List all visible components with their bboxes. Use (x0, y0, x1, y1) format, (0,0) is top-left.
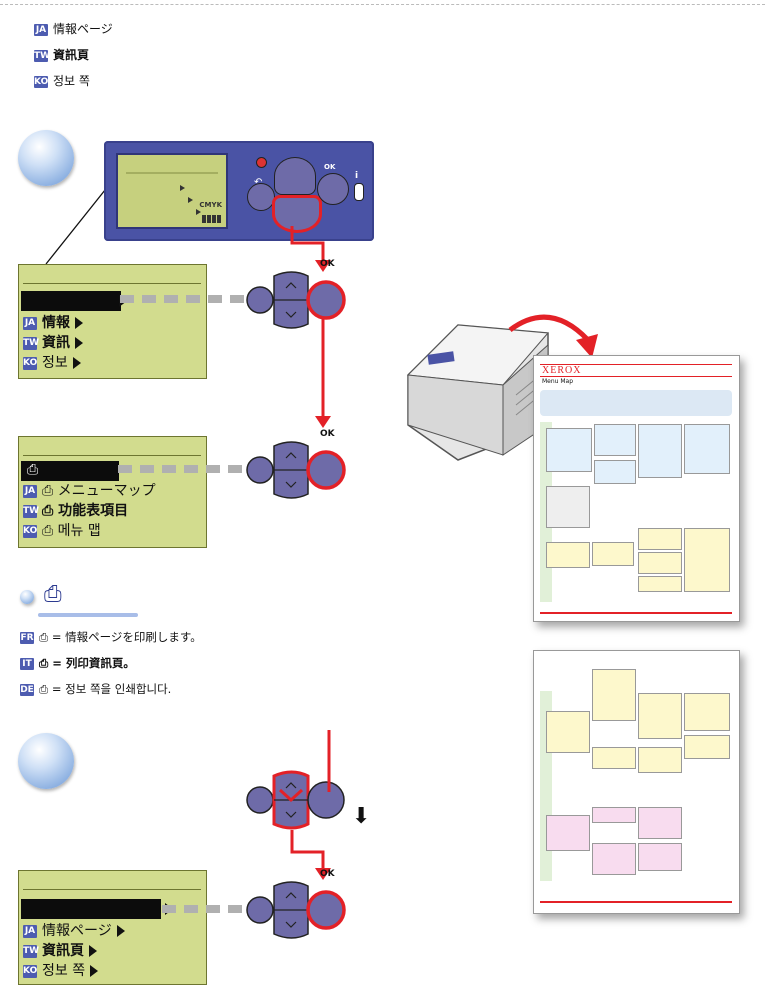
print-icon: ⎙ (39, 656, 53, 670)
up-button[interactable] (274, 157, 316, 195)
step-1-bubble (18, 130, 74, 186)
note-de: DE⎙ = 정보 쪽을 인쇄합니다. (20, 682, 172, 696)
small-bubble (20, 590, 34, 604)
menu-map-page-1: XEROX Menu Map (533, 355, 740, 622)
red-curved-arrow (508, 314, 598, 358)
back-icon: ↶ (254, 177, 262, 188)
ok-label-3: OK (320, 869, 335, 879)
ok-label-2: OK (320, 429, 335, 439)
panel-display: CMYK (116, 153, 228, 229)
ok-label-1: OK (320, 259, 335, 269)
print-icon: ⎙ (39, 630, 52, 644)
notes-list: FR⎙ = 情報ページを印刷します。 IT⎙ = 列印資訊頁。 DE⎙ = 정보… (20, 626, 202, 700)
lcd3-selected-row (21, 899, 161, 919)
back-button[interactable] (247, 183, 275, 211)
note-it: IT⎙ = 列印資訊頁。 (20, 652, 202, 674)
panel-display-arrows (126, 172, 221, 223)
controller-2[interactable] (246, 438, 346, 502)
controller-1[interactable] (246, 268, 346, 332)
note-fr: FR⎙ = 情報ページを印刷します。 (20, 630, 202, 644)
lcd2-option-ja: JA⎙ メニューマップ (23, 483, 156, 499)
top-rule (0, 4, 765, 5)
menu-map-page-2 (533, 650, 740, 914)
print-icon: ⎙ (39, 682, 52, 696)
lcd1-selected-row (21, 291, 121, 311)
lcd2-option-ko: KO⎙ 메뉴 맵 (23, 523, 101, 539)
notes-underline (38, 613, 138, 617)
lcd2-selected-row (21, 461, 119, 481)
help-button[interactable] (354, 183, 364, 201)
printer-illustration (406, 324, 550, 461)
ok-label-panel: OK (324, 163, 336, 171)
xerox-logo: XEROX (542, 365, 582, 376)
print-icon: ⎙ (42, 483, 58, 499)
controller-3[interactable] (246, 878, 346, 942)
print-icon: ⎙ (42, 523, 58, 539)
lcd-screen-2: ⎙ JA⎙ メニューマップ TW⎙ 功能表項目 KO⎙ 메뉴 맵 (18, 436, 207, 548)
step-2-bubble (18, 733, 74, 789)
notes-print-icon: ⎙ (44, 582, 62, 607)
print-icon: ⎙ (42, 503, 59, 519)
lcd2-printer-icon: ⎙ (27, 462, 39, 478)
power-save-button[interactable] (256, 157, 267, 168)
menu-map-title: Menu Map (542, 378, 574, 385)
controller-step2[interactable] (246, 768, 346, 832)
down-button[interactable] (272, 195, 322, 233)
info-icon: i (355, 171, 359, 181)
panel-status-label: CMYK (199, 201, 222, 209)
down-arrow-icon: ⬇ (352, 804, 371, 829)
lcd2-option-tw: TW⎙ 功能表項目 (23, 503, 129, 519)
ok-button-panel[interactable] (317, 173, 349, 205)
control-panel: CMYK ↶ OK i (104, 141, 374, 241)
